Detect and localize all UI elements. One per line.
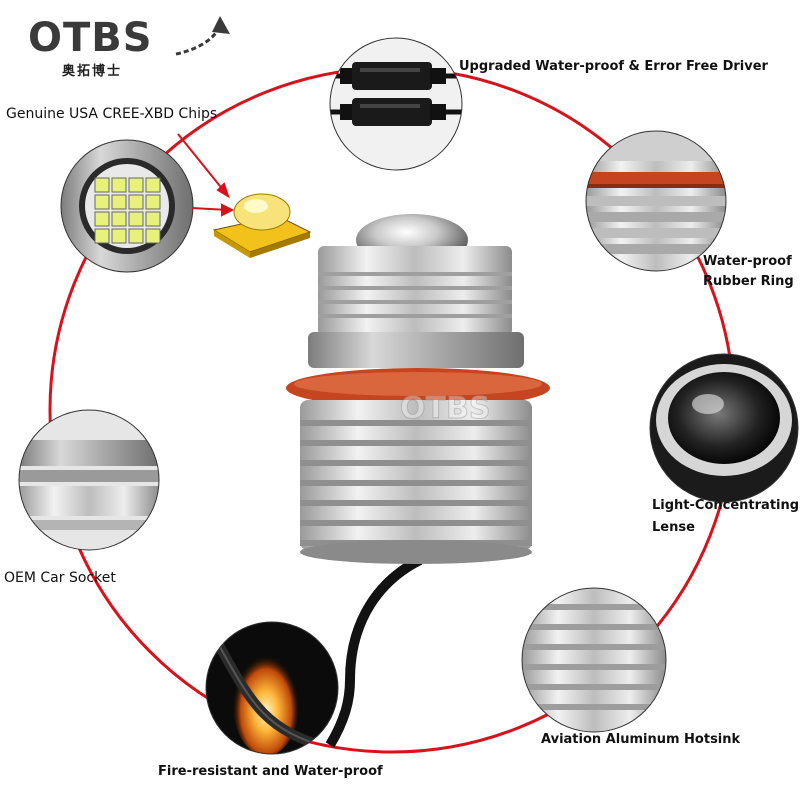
driver-label: Upgraded Water-proof & Error Free Driver	[459, 59, 768, 74]
hotsink-label: Aviation Aluminum Hotsink	[541, 732, 741, 747]
chips-detail-circle	[60, 139, 194, 273]
socket-label: OEM Car Socket	[4, 570, 116, 586]
fire-label: Fire-resistant and Water-proof	[158, 764, 383, 779]
lens-label-line1: Light-Concentrating	[652, 498, 800, 513]
chips-label: Genuine USA CREE-XBD Chips	[6, 106, 218, 122]
lens-label-line2: Lense	[652, 520, 695, 535]
brand-subname: 奥拓博士	[62, 64, 123, 79]
brand-name: OTBS	[28, 15, 153, 61]
led-bulb-product	[286, 214, 550, 748]
brand-arrow-icon	[175, 16, 230, 56]
pointer-arrows	[177, 133, 235, 217]
ring-label-line1: Water-proof	[703, 254, 792, 269]
ring-label-line2: Rubber Ring	[703, 274, 794, 289]
hotsink-detail-circle	[521, 587, 667, 733]
brand-logo: OTBS 奥拓博士	[28, 16, 153, 79]
cree-chip	[212, 193, 312, 258]
rubber-ring-detail-circle	[585, 130, 727, 272]
fire-detail-circle	[205, 621, 339, 755]
socket-detail-circle	[18, 409, 160, 551]
watermark-text: OTBS	[400, 391, 490, 426]
driver-detail-circle	[329, 37, 463, 171]
lens-detail-circle	[649, 353, 799, 503]
